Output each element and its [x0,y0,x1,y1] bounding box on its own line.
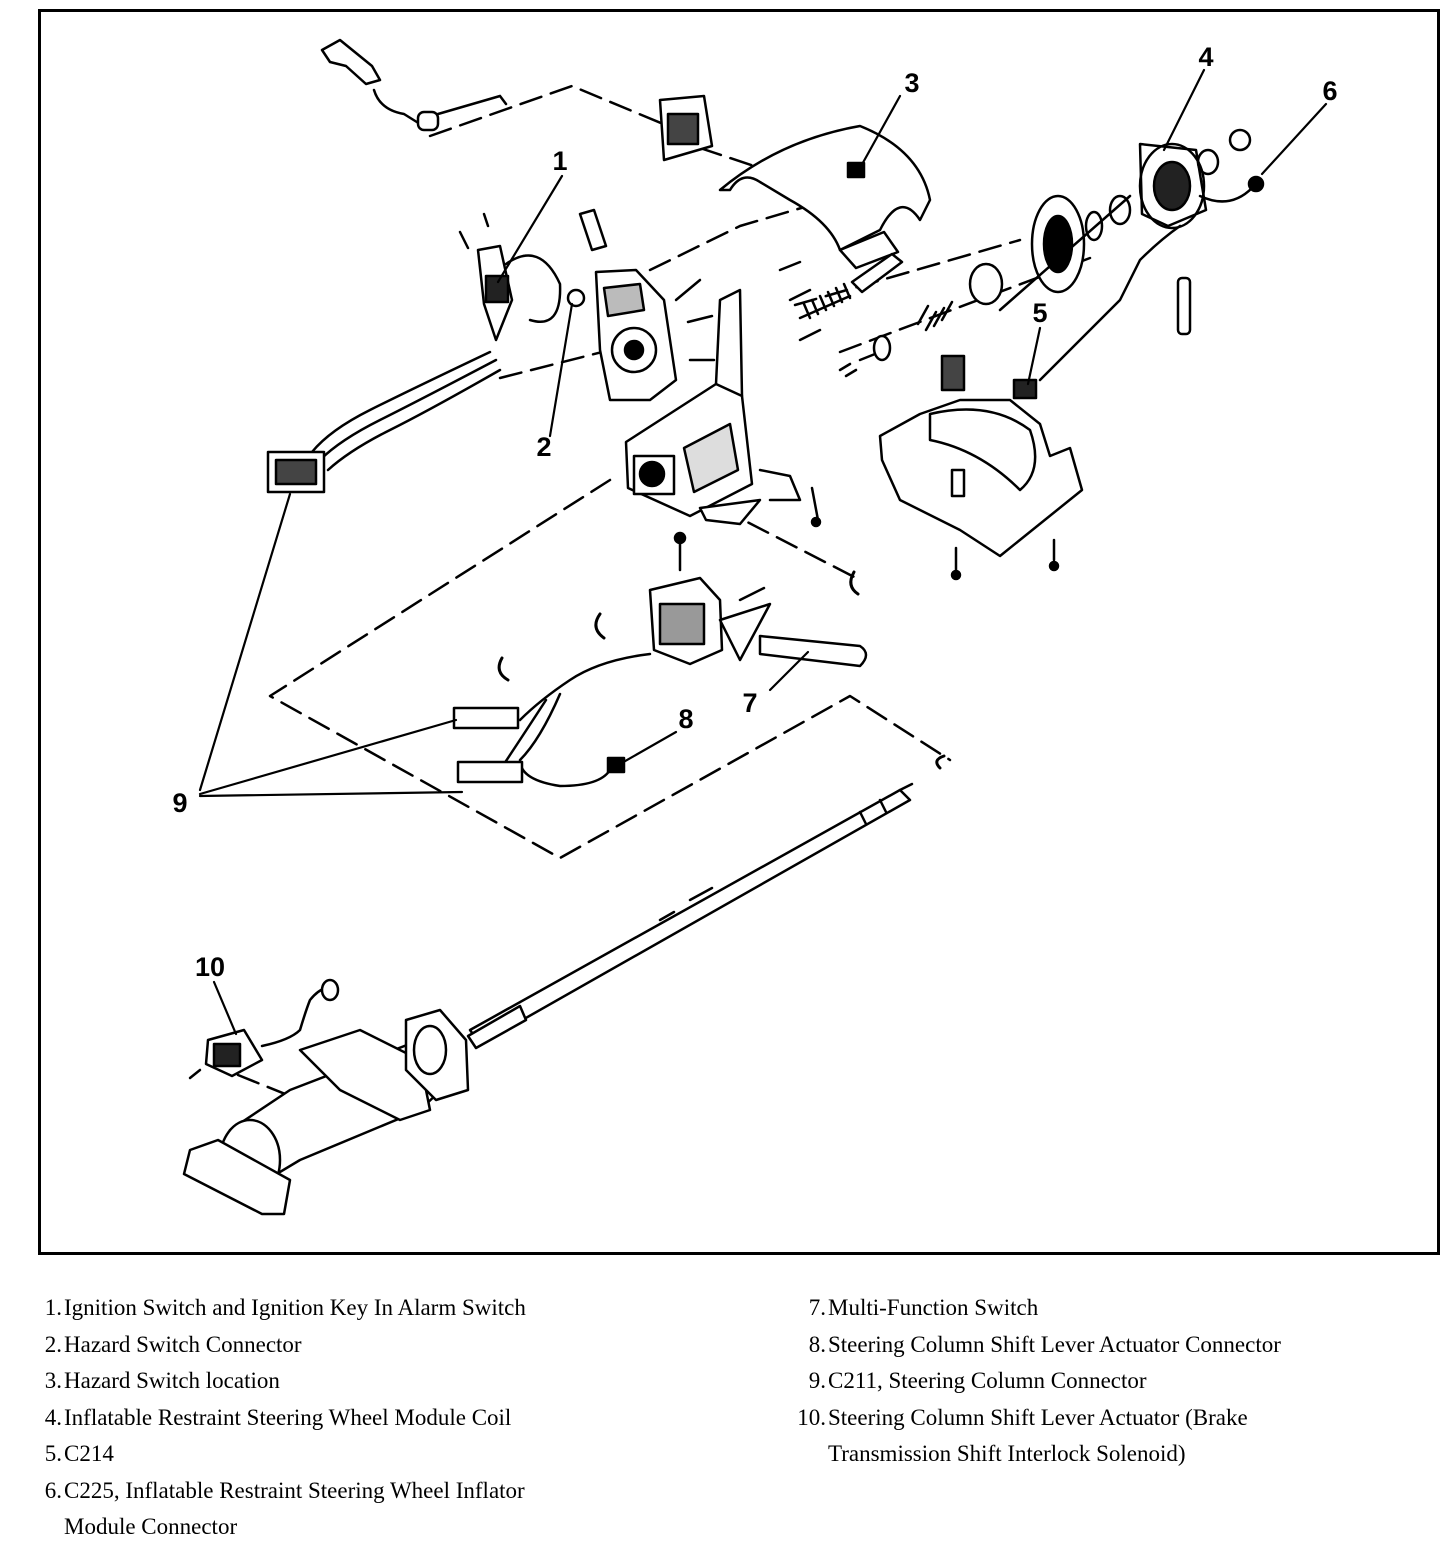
callout-6: 6 [1322,76,1337,106]
callout-4: 4 [1198,42,1213,72]
column-harness-upper [266,350,502,494]
legend-item-5: 5.C214 [44,1441,114,1466]
steering-column-exploded-diagram: 1 2 3 4 5 6 7 8 9 10 [172,38,1338,1216]
callout-1: 1 [552,146,567,176]
legend-item-1: 1.Ignition Switch and Ignition Key In Al… [44,1295,526,1320]
callout-9: 9 [172,788,187,818]
callout-7: 7 [742,688,757,718]
module-coil [998,128,1265,312]
diagram-frame [38,9,1440,1255]
shift-interlock-solenoid [188,978,340,1080]
callout-10: 10 [195,952,225,982]
legend-item-10: 10.Steering Column Shift Lever Actuator … [797,1404,1248,1467]
column-housing [624,260,822,528]
column-jacket [182,1008,470,1216]
callout-8: 8 [678,704,693,734]
callout-3: 3 [904,68,919,98]
steering-shaft [466,754,946,1050]
upper-trim-cover [658,94,932,270]
callout-2: 2 [536,432,551,462]
legend-left-column: 1.Ignition Switch and Ignition Key In Al… [36,1290,526,1546]
legend-item-2: 2.Hazard Switch Connector [44,1331,302,1357]
lower-trim-cover [878,224,1192,581]
legend-item-7: 7.Multi-Function Switch [808,1295,1039,1320]
legend-item-3: 3.Hazard Switch location [44,1368,280,1393]
shaft-springs [798,252,1004,378]
legend-item-6: 6.C225, Inflatable Restraint Steering Wh… [44,1477,525,1540]
multi-function-switch [648,531,868,668]
legend-right-column: 7.Multi-Function Switch 8.Steering Colum… [788,1290,1281,1473]
column-harness-lower [452,570,860,788]
callout-numbers: 1 2 3 4 5 6 7 8 9 10 [172,42,1337,982]
ignition-switch-assembly [458,212,586,342]
callout-leader-lines [198,68,1328,1036]
legend-item-4: 4.Inflatable Restraint Steering Wheel Mo… [44,1404,512,1430]
legend-item-8: 8.Steering Column Shift Lever Actuator C… [808,1331,1281,1357]
lock-housing [578,208,716,402]
callout-5: 5 [1032,298,1047,328]
ignition-pigtail-connector [320,38,508,132]
legend-item-9: 9.C211, Steering Column Connector [808,1368,1147,1393]
